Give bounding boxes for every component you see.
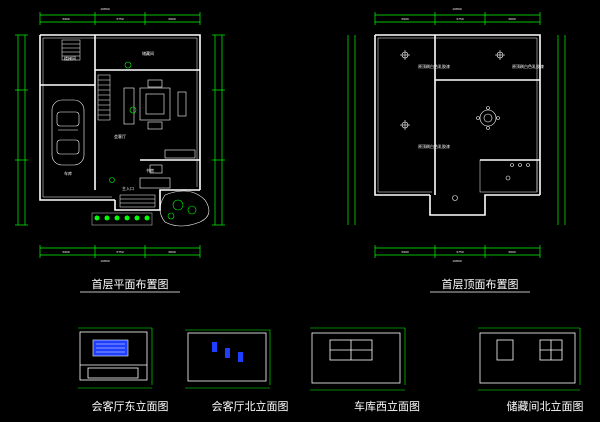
ceiling-light-icon xyxy=(400,120,410,130)
ceiling-plan-dimensions xyxy=(347,12,566,258)
ceiling-dim-bottom-2: 3750 xyxy=(456,250,464,254)
living-room-east-elevation: 会客厅东立面图 xyxy=(78,327,169,413)
dim-overall-bottom: 10800 xyxy=(100,259,110,263)
ceiling-dim-overall-bottom: 10800 xyxy=(452,259,462,263)
ceiling-note-3: 原顶刷白色乳胶漆 xyxy=(418,143,450,149)
ceiling-fixtures xyxy=(400,50,530,201)
dim-top-1: 3900 xyxy=(62,17,70,21)
room-label-living: 会客厅 xyxy=(114,133,126,139)
ceiling-notes: 原顶刷白色乳胶漆 原顶刷白色乳胶漆 原顶刷白色乳胶漆 xyxy=(418,63,544,149)
spot-light-icon xyxy=(510,163,530,167)
floor-plan-inner-lines xyxy=(42,37,198,198)
wall-art-blue xyxy=(212,342,217,352)
storage-elevation-title: 储藏间北立面图 xyxy=(507,399,584,413)
floor-plan-dimensions xyxy=(15,12,225,258)
ceiling-plan-title: 首层顶面布置图 xyxy=(442,277,519,291)
plant-row xyxy=(94,215,150,221)
room-label-entrance: 主入口 xyxy=(122,185,134,191)
floor-plan-dimension-labels: 10800 3900 3750 3600 3900 3750 3600 1080… xyxy=(62,7,176,263)
storage-north-elevation: 储藏间北立面图 xyxy=(478,327,584,413)
floor-plan-room-labels: 楼梯间 储藏间 会客厅 车库 主入口 书房 xyxy=(64,50,154,191)
wall-art-blue xyxy=(238,352,243,362)
ceiling-dim-bottom-3: 3600 xyxy=(508,250,516,254)
ceiling-dim-bottom-1: 3900 xyxy=(401,250,409,254)
room-label-study: 书房 xyxy=(146,167,154,173)
landscape xyxy=(109,61,210,227)
ceiling-note-1: 原顶刷白色乳胶漆 xyxy=(418,63,450,69)
north-elevation-title: 会客厅北立面图 xyxy=(212,399,289,413)
ceiling-plan-inner-lines xyxy=(377,37,538,193)
ceiling-light-icon xyxy=(400,50,410,60)
dim-top-2: 3750 xyxy=(116,17,124,21)
ceiling-plan-walls xyxy=(374,34,541,216)
floor-plan-walls xyxy=(39,34,201,211)
dim-bottom-2: 3750 xyxy=(116,250,124,254)
front-fence xyxy=(91,212,153,226)
stair xyxy=(61,39,111,121)
ceiling-dim-top-1: 3900 xyxy=(401,17,409,21)
garage-elevation-title: 车库西立面图 xyxy=(354,399,420,413)
room-label-storage: 储藏间 xyxy=(142,50,154,56)
ground-floor-plan: 10800 3900 3750 3600 3900 3750 3600 1080… xyxy=(15,7,225,293)
chandelier-icon xyxy=(476,106,500,130)
ceiling-light-icon xyxy=(452,195,458,201)
ceiling-dim-overall-top: 10800 xyxy=(452,7,462,11)
ceiling-light-icon xyxy=(505,175,511,181)
east-elevation-title: 会客厅东立面图 xyxy=(92,399,169,413)
dim-bottom-1: 3900 xyxy=(62,250,70,254)
living-room-north-elevation: 会客厅北立面图 xyxy=(185,329,289,413)
ceiling-light-icon xyxy=(495,50,505,60)
room-label-garage: 车库 xyxy=(64,170,72,176)
ceiling-dim-top-3: 3600 xyxy=(508,17,516,21)
dim-overall-top: 10800 xyxy=(100,7,110,11)
garage-west-elevation: 车库西立面图 xyxy=(310,327,420,413)
ground-floor-ceiling-plan: 10800 3900 3750 3600 3900 3750 3600 1080… xyxy=(347,7,566,293)
study-furniture xyxy=(139,149,196,189)
living-room-furniture xyxy=(123,79,187,130)
room-label-stair: 楼梯间 xyxy=(64,55,76,61)
dim-top-3: 3600 xyxy=(168,17,176,21)
ceiling-plan-dimension-labels: 10800 3900 3750 3600 3900 3750 3600 1080… xyxy=(401,7,516,263)
dim-bottom-3: 3600 xyxy=(168,250,176,254)
ceiling-note-2: 原顶刷白色乳胶漆 xyxy=(512,63,544,69)
entry-steps xyxy=(119,194,156,208)
garage-car xyxy=(51,99,85,166)
wall-art-blue xyxy=(225,348,230,358)
floor-plan-title: 首层平面布置图 xyxy=(92,277,169,291)
ceiling-dim-top-2: 3750 xyxy=(456,17,464,21)
